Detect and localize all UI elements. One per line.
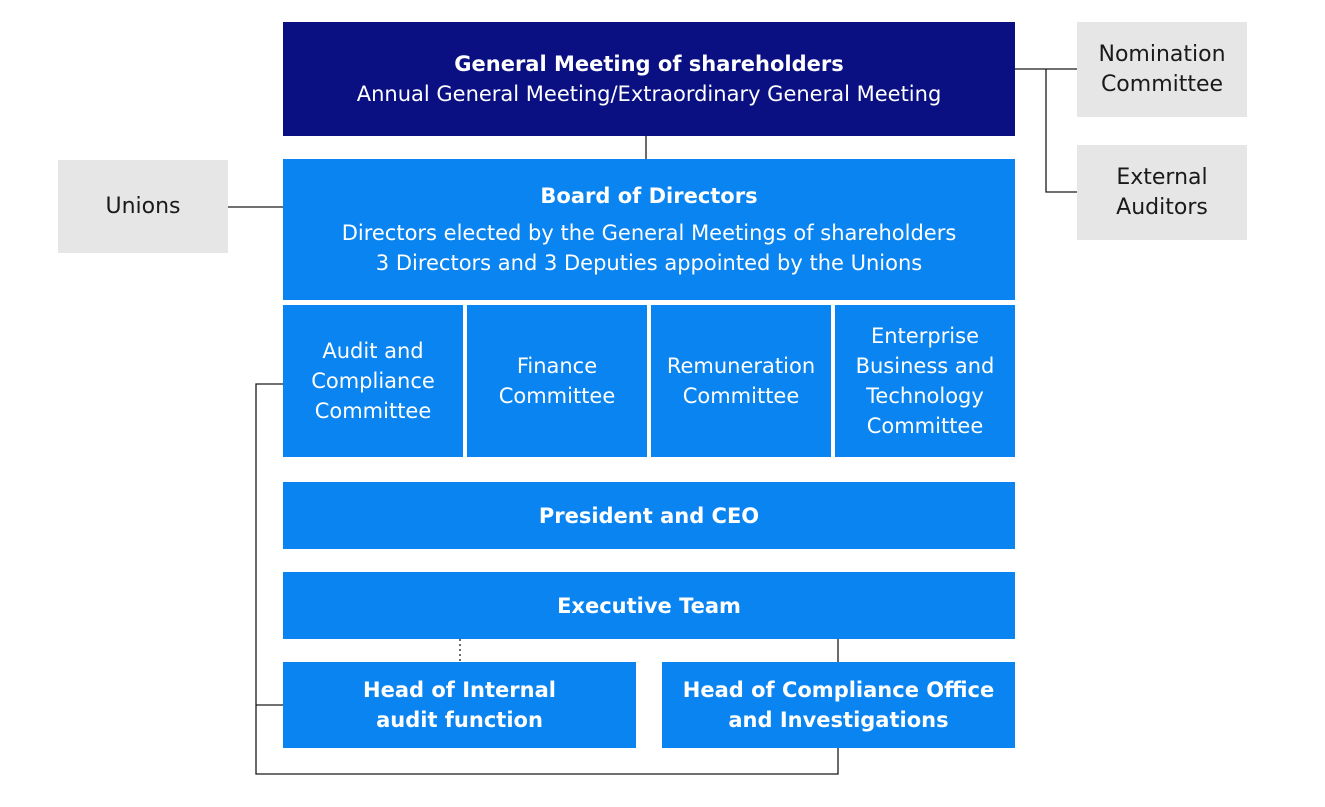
board-title: Board of Directors	[540, 184, 758, 208]
executive-team-box: Executive Team	[283, 572, 1015, 639]
finance-committee-box: Finance Committee	[467, 305, 647, 457]
head-compliance-office-box: Head of Compliance Office and Investigat…	[662, 662, 1015, 748]
nomination-committee-box: Nomination Committee	[1077, 22, 1247, 117]
board-of-directors-box: Board of Directors Directors elected by …	[283, 159, 1015, 300]
board-line-2: 3 Directors and 3 Deputies appointed by …	[375, 251, 923, 275]
general-meeting-box: General Meeting of shareholders Annual G…	[283, 22, 1015, 136]
audit-compliance-committee-box: Audit and Compliance Committee	[283, 305, 463, 457]
head-internal-audit-box: Head of Internal audit function	[283, 662, 636, 748]
unions-box: Unions	[58, 160, 228, 253]
external-auditors-box: External Auditors	[1077, 145, 1247, 240]
president-ceo-box: President and CEO	[283, 482, 1015, 549]
general-meeting-subtitle: Annual General Meeting/Extraordinary Gen…	[356, 82, 942, 106]
connector-audit-loop	[255, 383, 839, 775]
general-meeting-title: General Meeting of shareholders	[454, 52, 844, 76]
board-line-1: Directors elected by the General Meeting…	[341, 221, 957, 245]
enterprise-business-technology-committee-box: Enterprise Business and Technology Commi…	[835, 305, 1015, 457]
connector-gm-auditors	[1045, 69, 1077, 193]
remuneration-committee-box: Remuneration Committee	[651, 305, 831, 457]
